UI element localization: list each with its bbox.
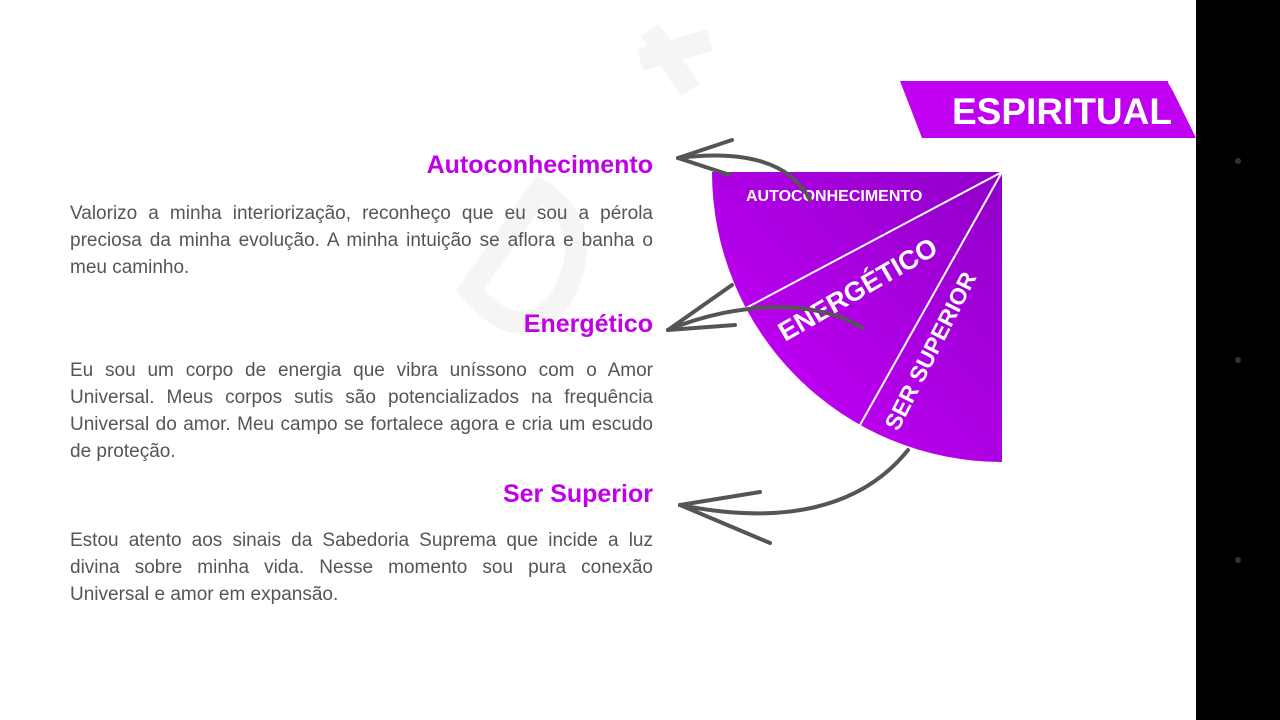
section-title: Autoconhecimento [426, 151, 653, 179]
quarter-diagram: AUTOCONHECIMENTO ENERGÉTICO SER SUPERIOR [666, 138, 1003, 545]
nav-dot[interactable] [1235, 557, 1241, 563]
section-energetico: Energético Eu sou um corpo de energia qu… [70, 309, 653, 465]
divider [859, 171, 1003, 426]
segment-label-autoconhecimento: AUTOCONHECIMENTO [746, 188, 922, 205]
section-text: Eu sou um corpo de energia que vibra uní… [70, 360, 653, 462]
section-ser-superior: Ser Superior Estou atento aos sinais da … [70, 479, 653, 608]
quarter-circle [712, 172, 1002, 462]
divider [745, 171, 1003, 309]
watermark-shapes [0, 0, 1196, 720]
watermark-shape [456, 174, 587, 334]
arrow-icon [666, 138, 910, 545]
banner-title: ESPIRITUAL [952, 91, 1172, 132]
side-bar [1196, 0, 1280, 720]
section-title: Energético [523, 310, 653, 338]
text-column: Autoconhecimento Valorizo a minha interi… [70, 150, 653, 622]
section-text: Estou atento aos sinais da Sabedoria Sup… [70, 530, 653, 605]
espiritual-banner: ESPIRITUAL [900, 81, 1196, 138]
section-autoconhecimento: Autoconhecimento Valorizo a minha interi… [70, 150, 653, 281]
section-text: Valorizo a minha interiorização, reconhe… [70, 203, 653, 278]
nav-dot[interactable] [1235, 357, 1241, 363]
nav-dot[interactable] [1235, 158, 1241, 164]
watermark-shape [636, 23, 714, 97]
section-title: Ser Superior [502, 480, 653, 508]
